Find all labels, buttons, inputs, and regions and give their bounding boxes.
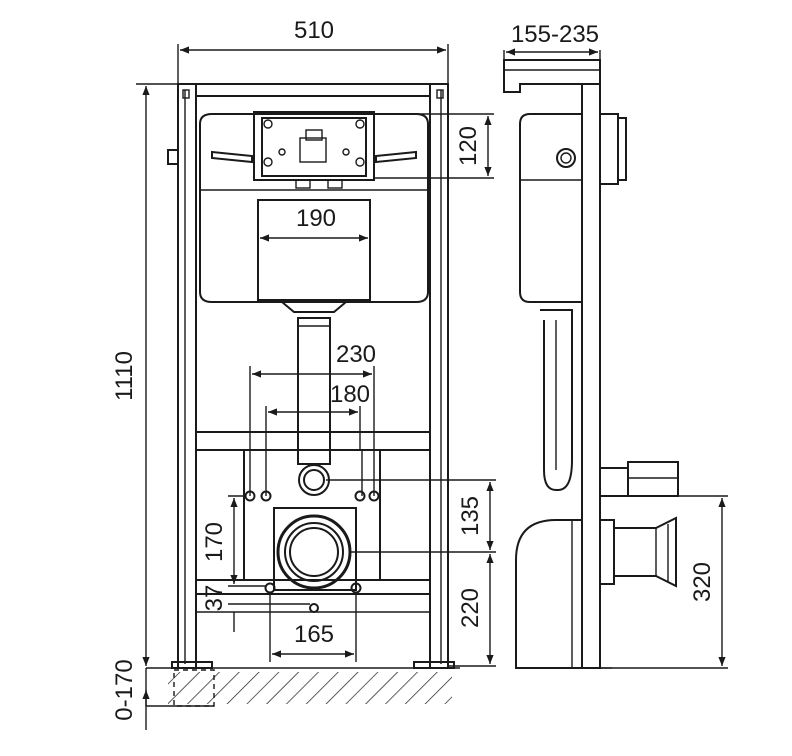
floor xyxy=(146,667,460,707)
dim-wall-depth: 155-235 xyxy=(511,21,599,48)
dim-side-drain-height: 320 xyxy=(689,562,716,602)
dim-panel-width: 190 xyxy=(296,205,336,232)
dim-foot-offset: 37 xyxy=(201,585,228,612)
side-view xyxy=(503,59,679,669)
dimension-lines xyxy=(136,44,728,730)
front-view xyxy=(146,83,460,707)
dim-frame-width: 510 xyxy=(294,17,334,44)
dim-floor-adjust: 0-170 xyxy=(111,659,138,720)
dim-drain-height: 220 xyxy=(457,588,484,628)
dim-outer-bolt-spacing: 230 xyxy=(336,341,376,368)
dim-inner-bolt-spacing: 180 xyxy=(330,381,370,408)
dimension-labels: 510 155-235 1110 120 190 230 180 135 170… xyxy=(111,17,716,721)
connection-assembly xyxy=(243,449,381,613)
cistern xyxy=(199,111,429,465)
dim-frame-height: 1110 xyxy=(111,351,138,401)
dim-drain-to-flush: 135 xyxy=(457,496,484,536)
dim-foot-spacing: 165 xyxy=(294,621,334,648)
dim-panel-height: 120 xyxy=(455,126,482,166)
dim-bolt-to-drain: 170 xyxy=(201,522,228,562)
